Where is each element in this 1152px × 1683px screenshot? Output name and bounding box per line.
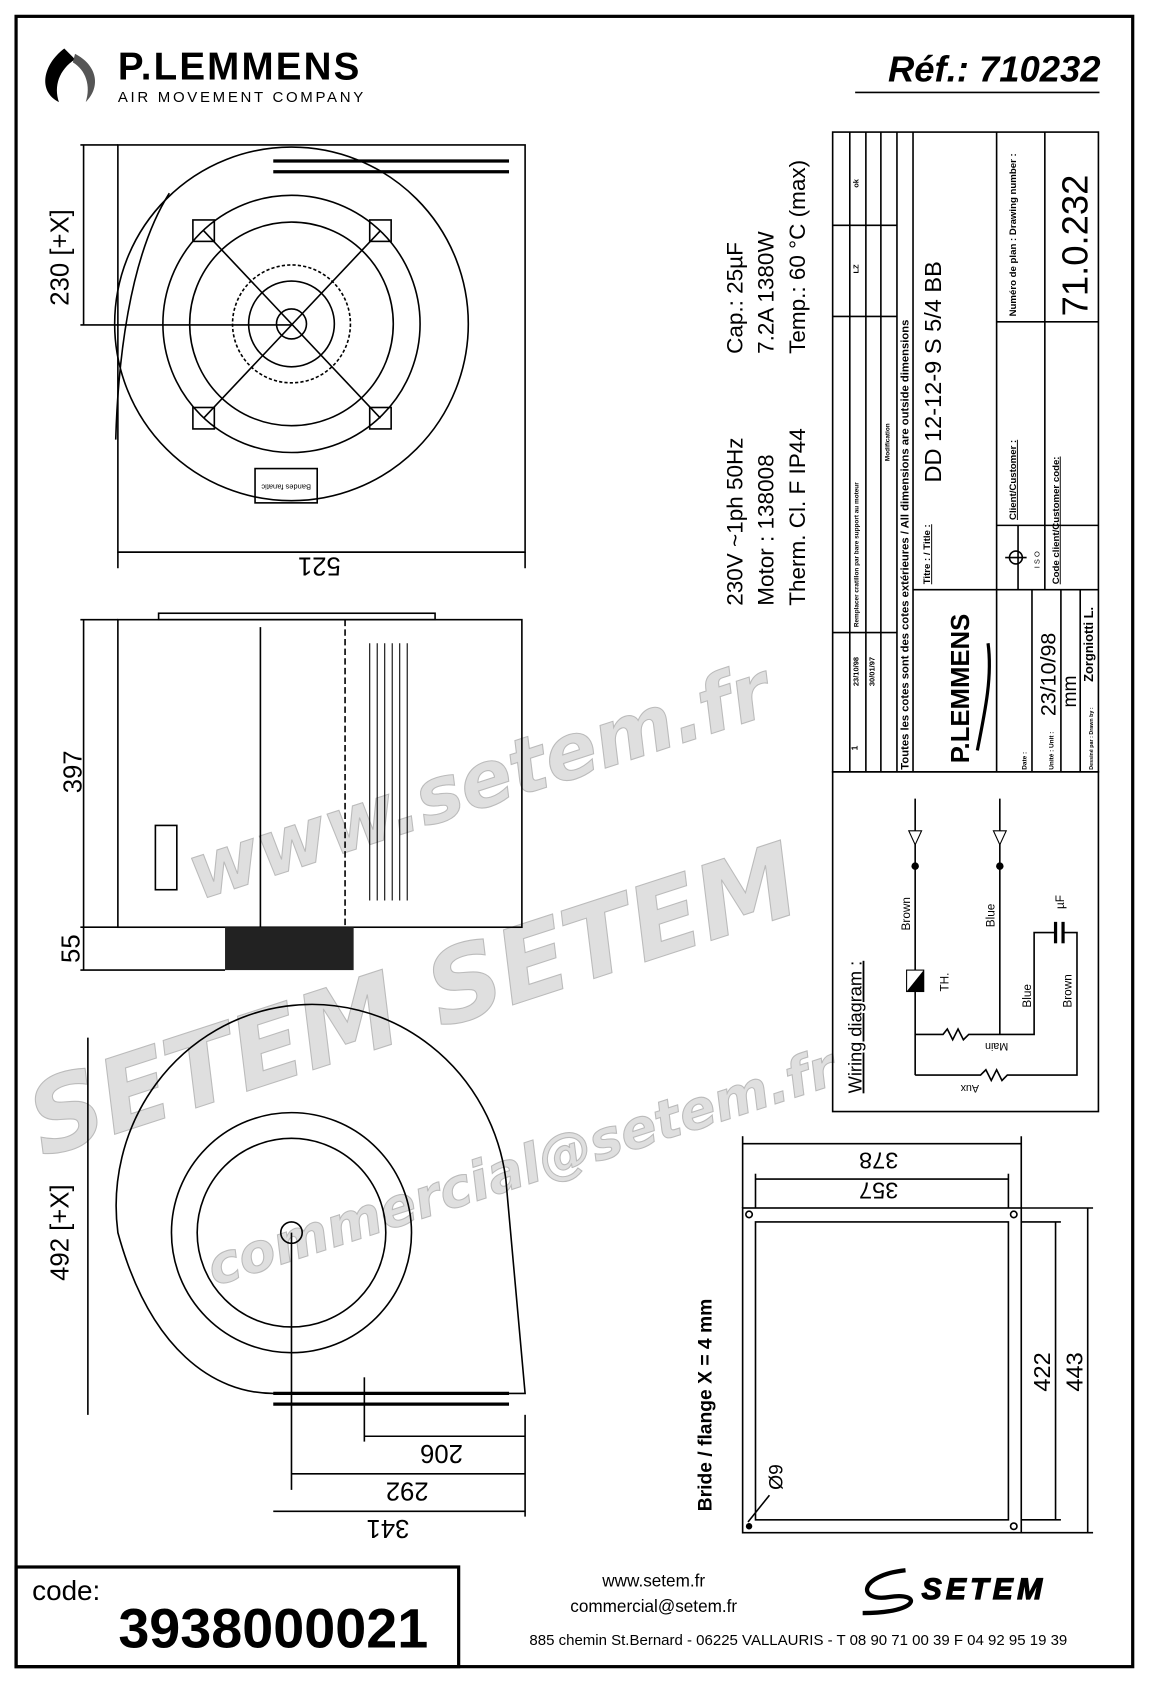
spec-power: 7.2A 1380W: [754, 231, 779, 354]
dim-flange-422: 422: [1029, 1352, 1055, 1391]
drawn-by: Zorgniotti L.: [1081, 607, 1096, 682]
rev-date-1: 23/10/98: [851, 657, 860, 686]
drawing-title: DD 12-12-9 S 5/4 BB: [920, 261, 946, 482]
title-label: Titre : / Title :: [922, 524, 933, 584]
signature: [975, 643, 991, 751]
drawing-unit: mm: [1060, 675, 1081, 707]
spec-voltage: 230V ~1ph 50Hz: [723, 437, 748, 605]
watermark: www.setem.fr SETEM SETEM commercial@sete…: [14, 643, 848, 1299]
plan-number: 71.0.232: [1055, 175, 1096, 317]
main-winding-icon: [915, 931, 1056, 1042]
lemmens-logo-swirl-icon: [72, 53, 96, 103]
reference-number: Réf.: 710232: [888, 49, 1101, 90]
drawn-by-label: Dessiné par : Drawn by :: [1089, 707, 1095, 770]
dimensions-note: Toutes les cotes sont des cotes extérieu…: [900, 320, 912, 770]
footer-email[interactable]: commercial@setem.fr: [570, 1596, 737, 1616]
motor-label: Bandes fanatic: [261, 483, 311, 492]
input-terminal-icon: [992, 830, 1008, 846]
plan-number-label: Numéro de plan : Drawing number :: [1008, 153, 1019, 316]
dim-front-341: 341: [366, 1514, 409, 1542]
lemmens-logo: P.LEMMENS AIR MOVEMENT COMPANY: [45, 46, 366, 106]
footer: code: 3938000021 www.setem.fr commercial…: [14, 1565, 1067, 1669]
flange-note: Bride / flange X = 4 mm: [696, 1299, 717, 1512]
dim-front-292: 292: [386, 1476, 429, 1504]
dim-side-height: 397: [59, 750, 87, 793]
iso-projection-icon: [1005, 550, 1027, 565]
dim-side-base: 55: [57, 934, 85, 963]
rev-index: 1: [849, 745, 859, 750]
sheet-border: [14, 14, 1135, 1669]
lemmens-logo-icon: [45, 48, 76, 103]
thermal-label: TH.: [938, 973, 951, 992]
dim-hole: Ø9: [766, 1464, 787, 1490]
rev-description: Remplacer cratillon par bare support au …: [853, 482, 860, 627]
front-view-drawing: [87, 1003, 526, 1517]
rev-date-2: 30/01/97: [867, 657, 876, 686]
footer-address: 885 chemin St.Bernard - 06225 VALLAURIS …: [529, 1632, 1067, 1649]
setem-logo: SETEM: [862, 1568, 1047, 1616]
dim-flange-443: 443: [1061, 1352, 1087, 1391]
dim-top-height: 230 [+X]: [47, 209, 75, 305]
spec-motor: Motor : 138008: [754, 454, 779, 605]
client-code-label: Code client/Customer code:: [1051, 456, 1062, 584]
wiring-diagram: Wiring diagram : Brown Blue TH. µF Blue …: [831, 771, 1100, 1113]
main-label: Main: [985, 1040, 1008, 1052]
dim-top-width: 521: [298, 552, 341, 580]
unit-label: Unité : Unit :: [1048, 732, 1055, 770]
client-label: Client/Customer :: [1008, 440, 1019, 520]
wire-blue-2: Blue: [1021, 984, 1034, 1008]
motor-specs: 230V ~1ph 50Hz Motor : 138008 Therm. Cl.…: [723, 160, 810, 606]
input-terminal-icon: [907, 830, 923, 846]
iso-label: I S O: [1032, 551, 1041, 568]
wire-blue: Blue: [984, 903, 997, 927]
setem-logo-text: SETEM: [922, 1573, 1047, 1606]
flange-drawing: [741, 1136, 1094, 1534]
wire-brown: Brown: [900, 897, 913, 930]
rev-by: LZ: [851, 264, 860, 274]
title-block: 1 23/10/98 30/01/97 Remplacer cratillon …: [831, 131, 1100, 773]
product-code: 3938000021: [118, 1597, 428, 1659]
spec-therm: Therm. Cl. F IP44: [785, 428, 810, 606]
wiring-title: Wiring diagram :: [846, 961, 866, 1094]
lemmens-stamp: P.LEMMENS: [947, 614, 975, 764]
spec-capacitor: Cap.: 25µF: [723, 242, 748, 354]
dim-flange-357: 357: [859, 1177, 898, 1203]
top-view-drawing: Bandes fanatic: [80, 144, 526, 569]
wire-brown-2: Brown: [1062, 974, 1075, 1007]
dim-flange-378: 378: [859, 1147, 898, 1173]
aux-label: Aux: [960, 1082, 979, 1094]
brand-subtitle: AIR MOVEMENT COMPANY: [118, 89, 366, 106]
brand-name: P.LEMMENS: [118, 46, 362, 89]
date-label: Date :: [1022, 752, 1029, 770]
rev-modification: Modification: [884, 423, 891, 461]
capacitor-label: µF: [1054, 895, 1067, 909]
dim-front-206: 206: [420, 1439, 463, 1467]
setem-logo-icon: [862, 1568, 913, 1616]
dim-front-height: 492 [+X]: [47, 1184, 75, 1280]
aux-winding-icon: [915, 931, 1078, 1083]
rev-ok: ok: [851, 178, 860, 188]
side-view-drawing: [80, 612, 523, 971]
code-label: code:: [32, 1575, 100, 1606]
spec-temperature: Temp.: 60 °C (max): [785, 160, 810, 354]
drawing-date: 23/10/98: [1037, 633, 1061, 716]
footer-website[interactable]: www.setem.fr: [601, 1570, 705, 1590]
